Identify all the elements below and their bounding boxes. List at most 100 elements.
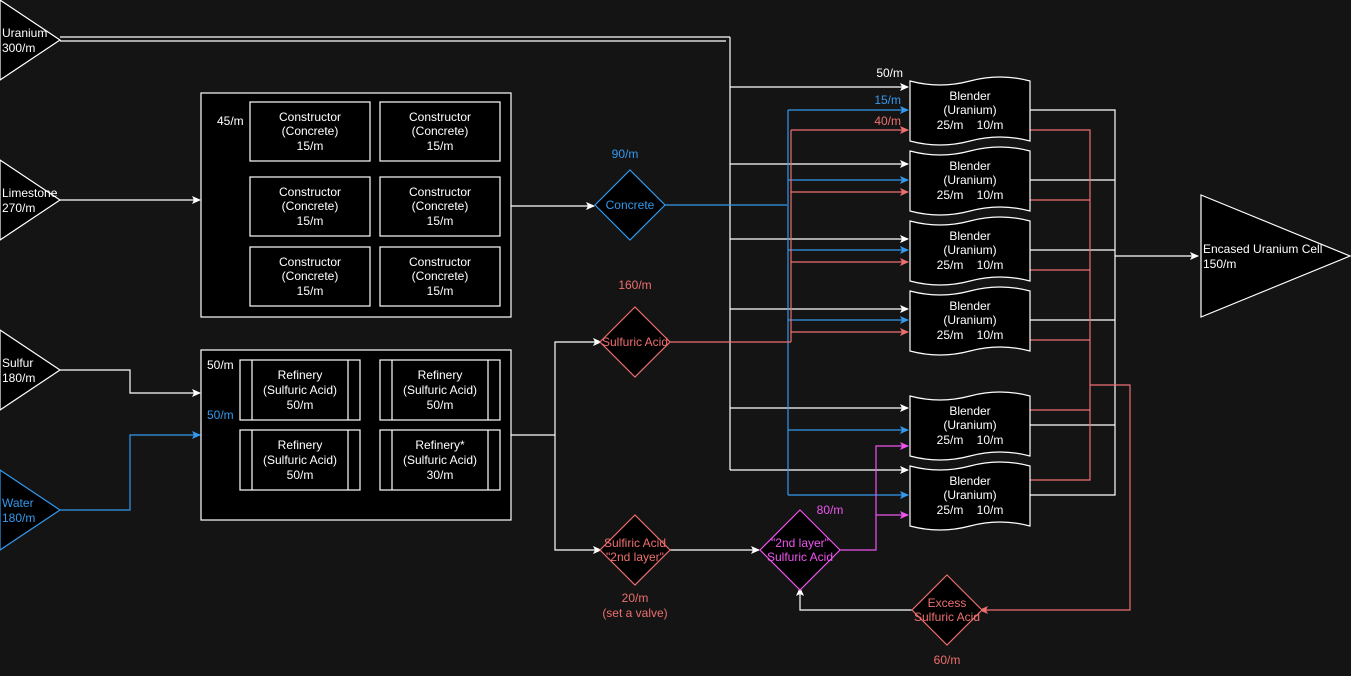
excess-line2: Sulfuric Acid xyxy=(914,610,980,624)
node-second-layer: 80/m "2nd layer" Sulfuric Acid xyxy=(759,503,844,591)
blender-byproduct-rate: 10/m xyxy=(977,328,1004,342)
sulfuric-2nd-note: (set a valve) xyxy=(602,606,667,620)
concrete-label: Concrete xyxy=(606,198,655,212)
constructor-name: Constructor xyxy=(409,255,471,269)
second-layer-rate: 80/m xyxy=(817,503,844,517)
constructor-machine: Constructor(Concrete)15/m xyxy=(249,176,371,237)
excess-line1: Excess xyxy=(928,596,967,610)
acid-byproduct-collector xyxy=(1030,129,1091,481)
constructor-recipe: (Concrete) xyxy=(412,124,469,138)
blender-name: Blender xyxy=(949,474,990,488)
second-layer-diamond xyxy=(759,509,841,591)
refinery-water-label: 50/m xyxy=(207,408,234,422)
refinery-recipe: (Sulfuric Acid) xyxy=(403,383,477,397)
constructor-input-label: 45/m xyxy=(217,114,244,128)
water-line xyxy=(60,431,201,511)
blender-shape xyxy=(909,216,1031,286)
constructor-box xyxy=(379,176,501,237)
blender-output-collector xyxy=(1030,109,1116,496)
constructor-recipe: (Concrete) xyxy=(282,199,339,213)
blender-recipe: (Uranium) xyxy=(943,418,996,432)
constructor-machine: Constructor(Concrete)15/m xyxy=(249,246,371,307)
constructor-recipe: (Concrete) xyxy=(282,124,339,138)
node-concrete: 90/m Concrete xyxy=(594,147,666,241)
refinery-recipe: (Sulfuric Acid) xyxy=(263,453,337,467)
refinery-box xyxy=(379,359,501,421)
constructor-rate: 15/m xyxy=(297,284,324,298)
blender-shape xyxy=(909,286,1031,356)
refinery-to-sulfuric-line xyxy=(511,338,602,436)
sulfuric-2nd-line1: Sulfiric Acid xyxy=(604,536,666,550)
uranium-source-triangle xyxy=(0,0,62,81)
constructor-machine: Constructor(Concrete)15/m xyxy=(249,101,371,162)
sulfuric-2nd-diamond xyxy=(599,514,671,586)
constructor-box xyxy=(379,246,501,307)
refinery-machine: Refinery*(Sulfuric Acid)30/m xyxy=(379,429,501,491)
blender-output-rate: 25/m xyxy=(937,188,964,202)
blender-recipe: (Uranium) xyxy=(943,173,996,187)
refinery-name: Refinery xyxy=(278,438,323,452)
blender-byproduct-rate: 10/m xyxy=(977,258,1004,272)
blender-shape xyxy=(909,461,1031,531)
refinery-machine: Refinery(Sulfuric Acid)50/m xyxy=(239,429,361,491)
input-uranium: Uranium 300/m xyxy=(0,0,62,81)
concrete-diamond xyxy=(594,169,666,241)
refinery-list: Refinery(Sulfuric Acid)50/mRefinery(Sulf… xyxy=(239,359,501,491)
limestone-name: Limestone xyxy=(2,186,58,200)
blender-name: Blender xyxy=(949,229,990,243)
refinery-box xyxy=(239,359,361,421)
blender-byproduct-rate: 10/m xyxy=(977,188,1004,202)
connectors xyxy=(60,36,1199,614)
sulfuric-2nd-line2: "2nd layer" xyxy=(606,550,664,564)
constructor-machine: Constructor(Concrete)15/m xyxy=(379,101,501,162)
constructor-list: Constructor(Concrete)15/mConstructor(Con… xyxy=(249,101,501,307)
refinery-name: Refinery* xyxy=(415,438,465,452)
sulfur-name: Sulfur xyxy=(2,356,33,370)
blender-name: Blender xyxy=(949,299,990,313)
blender-byproduct-rate: 10/m xyxy=(977,503,1004,517)
constructor-name: Constructor xyxy=(279,110,341,124)
blender-output-rate: 25/m xyxy=(937,328,964,342)
blender-recipe: (Uranium) xyxy=(943,313,996,327)
constructor-recipe: (Concrete) xyxy=(412,199,469,213)
refinery-rate: 50/m xyxy=(427,398,454,412)
sulfuric-label: Sulfuric Acid xyxy=(602,335,668,349)
constructor-box xyxy=(249,101,371,162)
refinery-recipe: (Sulfuric Acid) xyxy=(263,383,337,397)
constructor-rate: 15/m xyxy=(427,139,454,153)
second-layer-line1: "2nd layer" xyxy=(771,536,829,550)
constructor-box xyxy=(249,176,371,237)
uranium-rate: 300/m xyxy=(2,41,35,55)
excess-rate: 60/m xyxy=(934,653,961,667)
blender-name: Blender xyxy=(949,404,990,418)
refinery-machine: Refinery(Sulfuric Acid)50/m xyxy=(379,359,501,421)
refinery-rate: 50/m xyxy=(287,468,314,482)
constructor-name: Constructor xyxy=(279,185,341,199)
constructor-recipe: (Concrete) xyxy=(412,269,469,283)
constructor-rate: 15/m xyxy=(427,284,454,298)
blender-shape xyxy=(909,76,1031,146)
refinery-sulfur-label: 50/m xyxy=(207,358,234,372)
sulfur-source-triangle xyxy=(0,329,62,411)
refinery-name: Refinery xyxy=(418,368,463,382)
blender-output-rate: 25/m xyxy=(937,118,964,132)
refinery-rate: 50/m xyxy=(287,398,314,412)
acid-to-excess xyxy=(979,384,1131,614)
constructor-machine: Constructor(Concrete)15/m xyxy=(379,176,501,237)
blender-output-rate: 25/m xyxy=(937,258,964,272)
refinery-to-2nd-line xyxy=(554,435,602,554)
constructor-name: Constructor xyxy=(409,110,471,124)
refinery-box xyxy=(239,429,361,491)
constructor-rate: 15/m xyxy=(427,214,454,228)
blender-byproduct-rate: 10/m xyxy=(977,433,1004,447)
refinery-name: Refinery xyxy=(278,368,323,382)
excess-diamond xyxy=(911,574,983,646)
input-limestone: Limestone 270/m xyxy=(0,159,62,241)
output-name: Encased Uranium Cell xyxy=(1203,242,1322,256)
constructor-rate: 15/m xyxy=(297,139,324,153)
